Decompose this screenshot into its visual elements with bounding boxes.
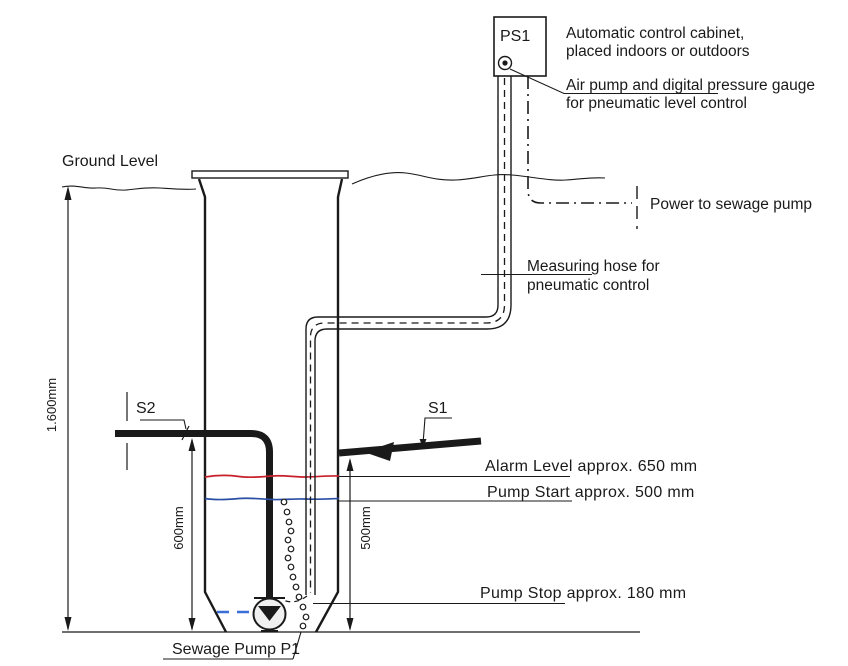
ground-level-label: Ground Level bbox=[62, 153, 158, 170]
s2-leader-tick bbox=[181, 425, 190, 441]
dimension-total-depth: 1.600mm bbox=[44, 186, 72, 631]
air-pump-label-line1: Air pump and digital pressure gauge bbox=[566, 77, 815, 94]
s2-label: S2 bbox=[136, 400, 156, 417]
dimension-600-label: 600mm bbox=[171, 506, 186, 549]
flow-arrow-icon bbox=[364, 442, 394, 461]
tank-wall-right bbox=[314, 178, 344, 633]
power-label: Power to sewage pump bbox=[650, 196, 812, 213]
hose-end-arc bbox=[282, 595, 308, 603]
pump-label-leader bbox=[292, 631, 302, 660]
discharge-pipe-s2 bbox=[115, 430, 273, 597]
pump-stop-label: Pump Stop approx. 180 mm bbox=[480, 585, 686, 602]
cabinet-desc-line2: placed indoors or outdoors bbox=[566, 43, 750, 60]
cabinet-desc-line1: Automatic control cabinet, bbox=[566, 25, 744, 42]
s1-label: S1 bbox=[428, 400, 448, 417]
dimension-discharge-height: 600mm bbox=[171, 438, 196, 631]
ps1-cabinet-box: PS1 bbox=[493, 16, 547, 77]
hose-conduit bbox=[305, 76, 512, 595]
dimension-total-label: 1.600mm bbox=[44, 378, 59, 432]
air-bubbles bbox=[280, 498, 310, 630]
ps1-label: PS1 bbox=[500, 28, 530, 45]
air-pump-label-line2: for pneumatic level control bbox=[566, 95, 747, 112]
alarm-level-label: Alarm Level approx. 650 mm bbox=[485, 458, 697, 475]
sewage-pump-label: Sewage Pump P1 bbox=[172, 641, 300, 658]
inlet-pipe-s1 bbox=[338, 437, 482, 457]
s1-leader-arrow-icon bbox=[419, 439, 427, 448]
ground-line-right bbox=[351, 172, 606, 185]
hose-label-line1: Measuring hose for bbox=[527, 258, 660, 275]
tank-lid bbox=[191, 170, 349, 179]
s2-leader-line bbox=[140, 419, 187, 430]
hose-dashed-line bbox=[309, 78, 506, 593]
air-pump-leader-line bbox=[509, 68, 718, 95]
tank-wall-left bbox=[197, 178, 228, 633]
ground-line-left bbox=[61, 185, 197, 191]
pump-start-label: Pump Start approx. 500 mm bbox=[487, 484, 695, 501]
hose-label-line2: pneumatic control bbox=[527, 277, 649, 294]
s1-leader-line bbox=[422, 417, 452, 445]
dimension-500-label: 500mm bbox=[358, 506, 373, 549]
pump-icon bbox=[252, 597, 287, 632]
dimension-inlet-height: 500mm bbox=[346, 458, 373, 631]
power-line bbox=[527, 76, 632, 204]
